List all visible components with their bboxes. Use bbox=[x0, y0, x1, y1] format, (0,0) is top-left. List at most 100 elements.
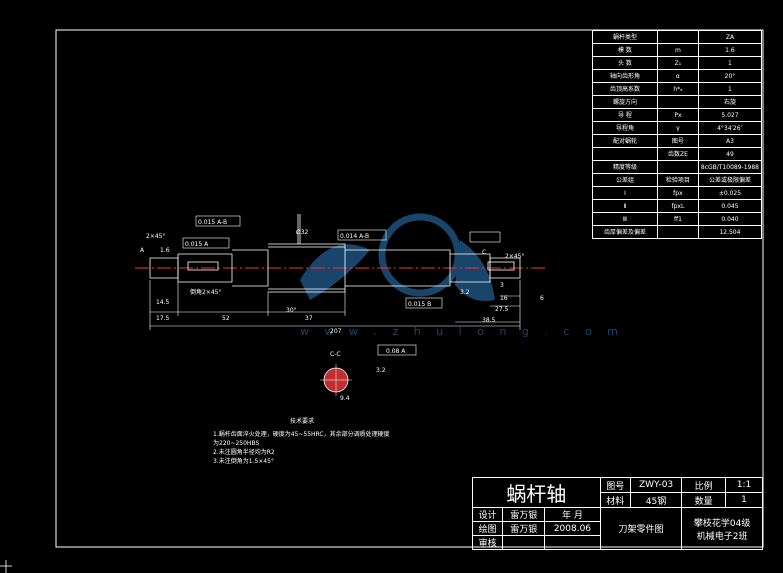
class-name: 机械电子2班 bbox=[696, 531, 748, 542]
dimension-lines bbox=[149, 280, 521, 330]
param-value: ±0.025 bbox=[697, 186, 763, 200]
technical-notes: 1.蜗杆齿面淬火处理，硬度为45~55HRC，其余部分调质处理硬度 为220~2… bbox=[213, 430, 390, 466]
param-label: 齿顶高系数 bbox=[592, 82, 658, 96]
param-symbol bbox=[656, 95, 699, 109]
section-tol: 0.08 A bbox=[386, 348, 406, 355]
shaft-drawing bbox=[135, 214, 545, 293]
title-block: 蜗杆轴 图号 ZWY-03 比例 1:1 材料 45钢 数量 1 设计 雷万银 … bbox=[471, 477, 764, 550]
param-label: 公差组 bbox=[592, 173, 658, 187]
tol-frame-3: 0.014 A-B bbox=[340, 233, 369, 240]
param-value: 1.6 bbox=[697, 43, 763, 57]
dim-27-5: 27.5 bbox=[495, 306, 509, 313]
param-label: 导程角 bbox=[592, 121, 658, 135]
param-symbol: 检验项目 bbox=[656, 173, 699, 187]
param-label: 齿厚偏差及偏差 bbox=[592, 225, 658, 239]
param-label: 轴向齿形角 bbox=[592, 69, 658, 83]
param-value: 4°34′26″ bbox=[697, 121, 763, 135]
roughness-3-2: 3.2 bbox=[460, 289, 470, 296]
param-value: 49 bbox=[697, 147, 763, 161]
quantity-label: 数量 bbox=[681, 492, 726, 508]
dim-16: 16 bbox=[500, 295, 508, 302]
tol-frame-2: 0.015 A bbox=[185, 241, 209, 248]
param-row: 螺旋方向右旋 bbox=[592, 95, 763, 109]
param-symbol bbox=[656, 160, 699, 174]
note-line: 1.蜗杆齿面淬火处理，硬度为45~55HRC，其余部分调质处理硬度 bbox=[213, 431, 390, 438]
drawing-label: 绘图 bbox=[471, 521, 504, 536]
note-line: 为220~250HBS bbox=[213, 440, 260, 447]
param-symbol: fpx bbox=[656, 186, 699, 200]
param-symbol: 图号 bbox=[656, 134, 699, 148]
param-value: 5.027 bbox=[697, 108, 763, 122]
param-symbol: Px bbox=[656, 108, 699, 122]
cursor-crosshair bbox=[0, 560, 12, 573]
param-symbol: m bbox=[656, 43, 699, 57]
scale-label: 比例 bbox=[681, 477, 726, 493]
chamfer-left: 2×45° bbox=[146, 233, 165, 240]
note-line: 2.未注圆角半径均为R2 bbox=[213, 449, 275, 456]
checker-blank bbox=[502, 535, 546, 550]
param-row: 齿厚偏差及偏差 12.504 bbox=[592, 225, 763, 239]
school-name: 攀枝花学04级 bbox=[693, 518, 751, 529]
param-value: A3 bbox=[697, 134, 763, 148]
tolerance-frames bbox=[182, 215, 501, 356]
roughness-1-6: 1.6 bbox=[160, 247, 170, 254]
param-label: 精度等级 bbox=[592, 160, 658, 174]
drafter: 雷万银 bbox=[502, 521, 546, 536]
param-symbol: h*ₐ bbox=[656, 82, 699, 96]
dim-17-5: 17.5 bbox=[156, 315, 170, 322]
section-dim: 9.4 bbox=[340, 395, 350, 402]
param-label: Ⅲ bbox=[592, 212, 658, 226]
date-label: 年 月 bbox=[544, 507, 601, 522]
watermark-logo: w w w . z h u l o n g . c o m bbox=[300, 213, 624, 338]
check-date-blank bbox=[544, 535, 601, 550]
dim-3: 3 bbox=[500, 282, 504, 289]
param-label: 螺旋方向 bbox=[592, 95, 658, 109]
notes-heading: 技术要求 bbox=[290, 418, 315, 425]
chamfer-right: 2×45° bbox=[505, 253, 524, 260]
svg-text:w w w . z h u l o n g . c o m: w w w . z h u l o n g . c o m bbox=[300, 325, 624, 338]
param-symbol: α bbox=[656, 69, 699, 83]
param-symbol: γ bbox=[656, 121, 699, 135]
param-label: 导 程 bbox=[592, 108, 658, 122]
drawing-border bbox=[55, 29, 764, 548]
school-info: 攀枝花学04级 机械电子2班 bbox=[681, 507, 763, 550]
design-label: 设计 bbox=[471, 507, 504, 522]
note-line: 3.未注倒角为1.5×45° bbox=[213, 458, 274, 465]
param-symbol: 齿数ZE bbox=[656, 147, 699, 161]
section-view bbox=[320, 364, 352, 396]
chamfer-note: 倒角2×45° bbox=[190, 288, 221, 296]
dim-14-5: 14.5 bbox=[156, 299, 170, 306]
dim-37: 37 bbox=[305, 315, 313, 322]
scale: 1:1 bbox=[724, 477, 764, 493]
quantity: 1 bbox=[724, 492, 764, 508]
param-symbol: fpxL bbox=[656, 199, 699, 213]
param-value: 12.504 bbox=[697, 225, 763, 239]
dim-38-5: 38.5 bbox=[482, 317, 496, 324]
tol-frame-5: 0.015 B bbox=[408, 301, 431, 308]
section-roughness: 3.2 bbox=[376, 367, 386, 374]
param-label: Ⅱ bbox=[592, 199, 658, 213]
param-value: 公差或极限偏差 bbox=[697, 173, 763, 187]
material: 45钢 bbox=[629, 492, 683, 508]
dia-32: Ø32 bbox=[296, 229, 309, 236]
param-symbol bbox=[656, 225, 699, 239]
param-label: 头 数 bbox=[592, 56, 658, 70]
material-label: 材料 bbox=[599, 492, 631, 508]
param-label: 模 数 bbox=[592, 43, 658, 57]
datum-c: C bbox=[482, 249, 486, 256]
section-label: C-C bbox=[330, 351, 341, 358]
param-value: 0.040 bbox=[697, 212, 763, 226]
param-value: 8cGB/T10089-1988 bbox=[697, 160, 763, 174]
